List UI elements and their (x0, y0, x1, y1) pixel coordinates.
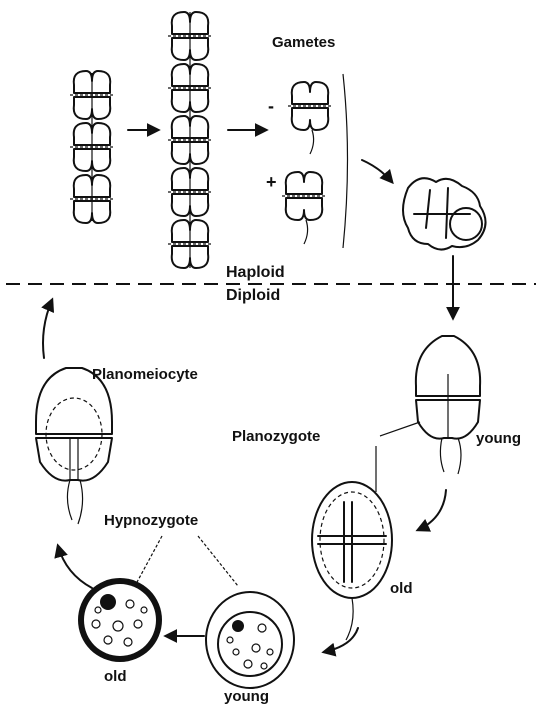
planozygote-young-cell (416, 336, 480, 474)
hypnozygote-young-cell (206, 592, 294, 688)
planozygote-pointer-young (380, 422, 420, 436)
label-haploid: Haploid (226, 264, 285, 282)
label-hypnozygote-old: old (104, 668, 127, 685)
label-plus: + (266, 172, 277, 193)
arrow-planozygote-to-hypnozygote (324, 628, 358, 652)
fusing-gametes (403, 178, 486, 249)
label-planomeiocyte: Planomeiocyte (92, 366, 198, 383)
gamete-brace (343, 74, 348, 248)
label-hypnozygote-young: young (224, 688, 269, 705)
label-planozygote-young: young (476, 430, 521, 447)
arrow-planomeiocyte-to-haploid (43, 300, 52, 358)
short-chain (70, 71, 114, 223)
planomeiocyte-cell (36, 368, 112, 524)
planozygote-old-cell (312, 482, 392, 640)
arrow-gametes-to-fusion (362, 160, 392, 182)
long-chain (168, 12, 212, 268)
arrow-young-to-old-planozygote (418, 490, 446, 530)
hypnozygote-old-cell (78, 578, 162, 662)
arrow-hypnozygote-to-planomeiocyte (58, 546, 92, 588)
label-planozygote: Planozygote (232, 428, 320, 445)
label-planozygote-old: old (390, 580, 413, 597)
hypnozygote-pointer-young (198, 536, 238, 586)
label-hypnozygote: Hypnozygote (104, 512, 198, 529)
hypnozygote-pointer-old (136, 536, 162, 584)
label-minus: - (268, 96, 274, 117)
gamete-plus (282, 172, 326, 244)
gamete-minus (288, 82, 332, 154)
label-diploid: Diploid (226, 287, 280, 305)
label-gametes: Gametes (272, 34, 335, 51)
